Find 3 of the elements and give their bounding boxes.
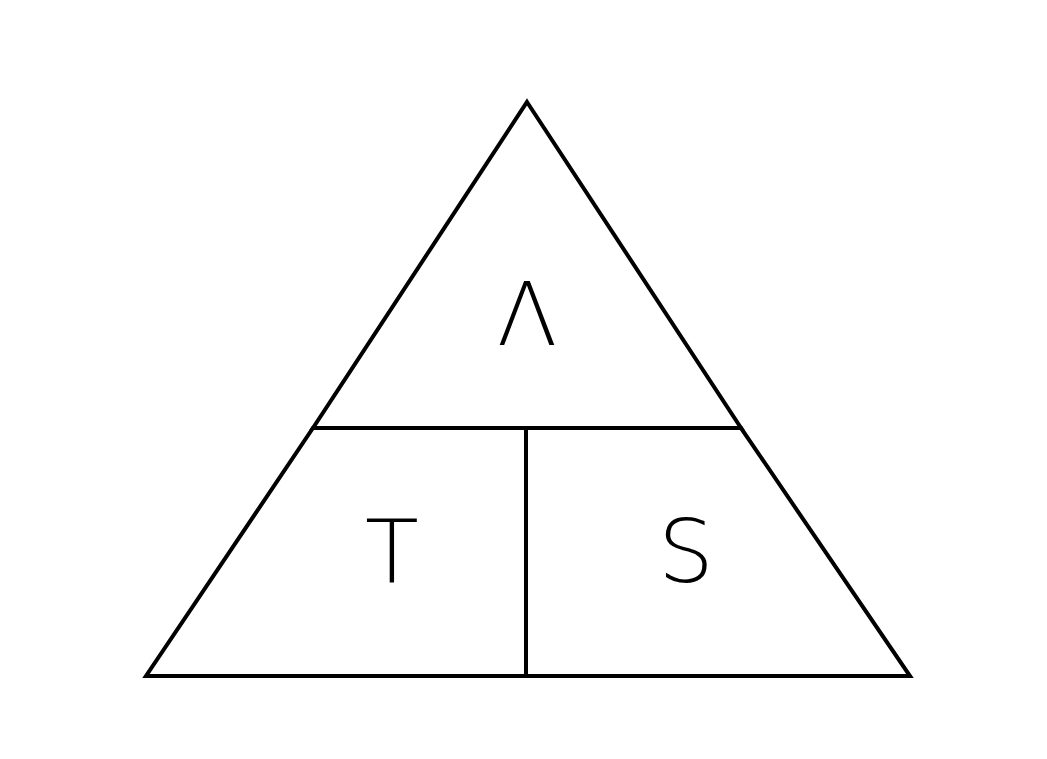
formula-symbol: Λ xyxy=(496,271,558,359)
formula-symbol: S xyxy=(658,508,714,596)
formula-symbol: T xyxy=(365,508,419,596)
